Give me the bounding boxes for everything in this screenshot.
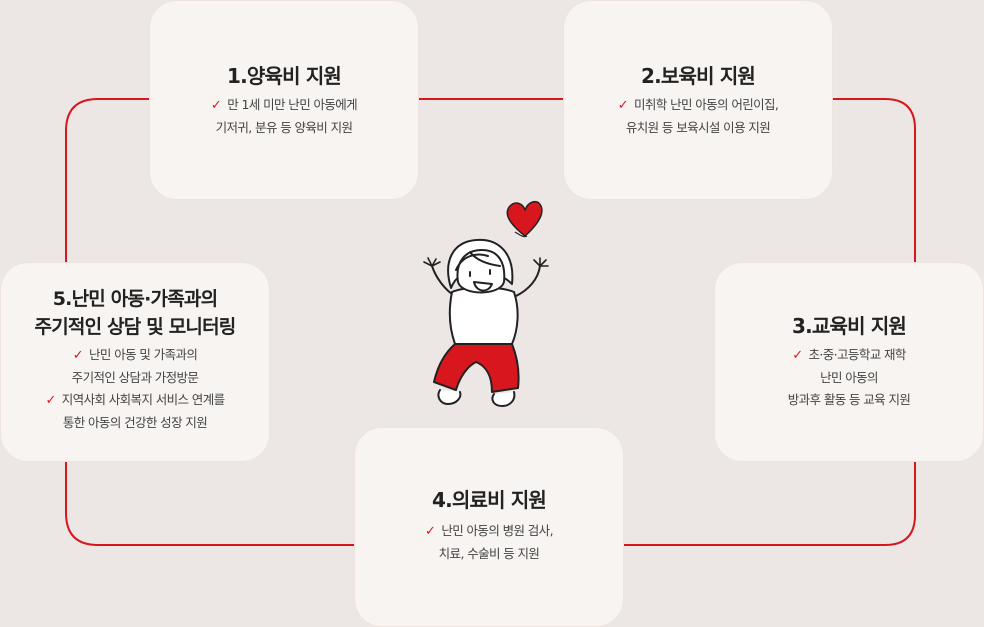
card-description: ✓미취학 난민 아동의 어린이집, 유치원 등 보육시설 이용 지원 xyxy=(564,94,832,139)
card-title: 3.교육비 지원 xyxy=(791,314,907,338)
desc-line: 기저귀, 분유 등 양육비 지원 xyxy=(215,120,353,135)
card-title: 4.의료비 지원 xyxy=(431,488,547,512)
check-icon: ✓ xyxy=(617,98,629,113)
desc-line: 난민 아동의 xyxy=(820,370,878,385)
card-description: ✓난민 아동의 병원 검사, 치료, 수술비 등 지원 xyxy=(355,520,623,565)
desc-line: 치료, 수술비 등 지원 xyxy=(438,546,540,561)
connector-3-4 xyxy=(608,447,916,546)
desc-line: ✓미취학 난민 아동의 어린이집, xyxy=(617,97,779,113)
title-line: 주기적인 상담 및 모니터링 xyxy=(34,316,237,338)
desc-line: 유치원 등 보육시설 이용 지원 xyxy=(625,120,771,135)
card-description: ✓난민 아동 및 가족과의 주기적인 상담과 가정방문 ✓지역사회 사회복지 서… xyxy=(1,344,269,434)
card-description: ✓초·중·고등학교 재학 난민 아동의 방과후 활동 등 교육 지원 xyxy=(715,344,983,411)
card-daycare-cost: 2.보육비 지원 ✓미취학 난민 아동의 어린이집, 유치원 등 보육시설 이용… xyxy=(563,0,833,200)
card-description: ✓만 1세 미만 난민 아동에게 기저귀, 분유 등 양육비 지원 xyxy=(150,94,418,139)
connector-4-5 xyxy=(65,448,370,546)
check-icon: ✓ xyxy=(425,524,436,539)
desc-line: 주기적인 상담과 가정방문 xyxy=(71,370,199,385)
card-title: 1.양육비 지원 xyxy=(226,64,342,88)
desc-line: ✓만 1세 미만 난민 아동에게 xyxy=(210,97,358,113)
card-education-cost: 3.교육비 지원 ✓초·중·고등학교 재학 난민 아동의 방과후 활동 등 교육… xyxy=(714,262,984,462)
check-icon: ✓ xyxy=(45,393,56,408)
card-medical-cost: 4.의료비 지원 ✓난민 아동의 병원 검사, 치료, 수술비 등 지원 xyxy=(354,427,624,627)
desc-line: ✓지역사회 사회복지 서비스 연계를 xyxy=(45,392,225,408)
connector-2-3 xyxy=(817,98,916,276)
desc-line: 방과후 활동 등 교육 지원 xyxy=(787,392,911,407)
card-title: 2.보육비 지원 xyxy=(640,64,756,88)
check-icon: ✓ xyxy=(792,348,803,363)
desc-line: 통한 아동의 건강한 성장 지원 xyxy=(62,415,208,430)
desc-line: ✓난민 아동의 병원 검사, xyxy=(425,523,554,539)
card-title: 5.난민 아동·가족과의 주기적인 상담 및 모니터링 xyxy=(1,285,269,341)
desc-line: ✓난민 아동 및 가족과의 xyxy=(72,347,198,363)
check-icon: ✓ xyxy=(210,98,222,113)
check-icon: ✓ xyxy=(72,348,84,363)
card-childcare-cost: 1.양육비 지원 ✓만 1세 미만 난민 아동에게 기저귀, 분유 등 양육비 … xyxy=(149,0,419,200)
title-line: 5.난민 아동·가족과의 xyxy=(52,288,218,310)
connector-5-1 xyxy=(65,98,163,276)
desc-line: ✓초·중·고등학교 재학 xyxy=(792,347,906,363)
card-counseling-monitoring: 5.난민 아동·가족과의 주기적인 상담 및 모니터링 ✓난민 아동 및 가족과… xyxy=(0,262,270,462)
